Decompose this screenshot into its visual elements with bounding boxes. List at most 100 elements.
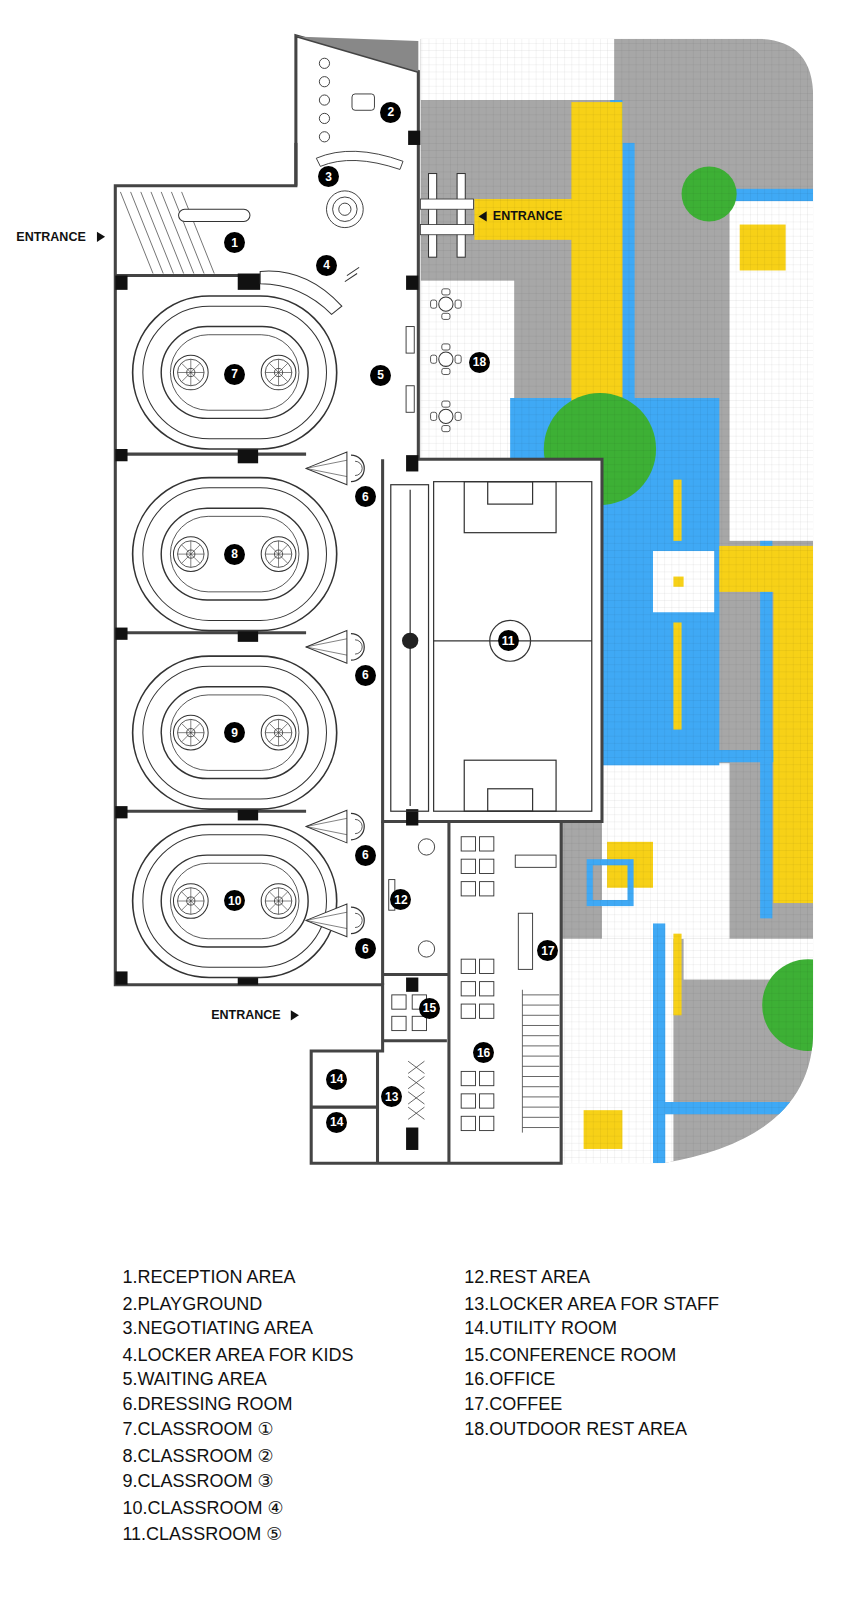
legend-entry: 9.CLASSROOM ③: [122, 1471, 273, 1492]
outdoor-furniture: [431, 401, 462, 432]
legend-entry: 14.UTILITY ROOM: [464, 1318, 617, 1339]
legend-entry: 11.CLASSROOM ⑤: [122, 1524, 282, 1545]
building: [522, 995, 559, 1128]
building: [464, 482, 556, 533]
building: [319, 58, 329, 68]
legend-entry: 15.CONFERENCE ROOM: [464, 1345, 676, 1366]
building: [406, 978, 418, 992]
building: [392, 1016, 406, 1030]
building: [480, 882, 494, 896]
callout-text: 4: [323, 259, 330, 271]
legend-entry: 3.NEGOTIATING AREA: [122, 1318, 313, 1339]
building: [352, 94, 374, 110]
outdoor-furniture: [420, 199, 473, 209]
building: [406, 386, 414, 413]
building: [115, 449, 127, 461]
callout-text: 6: [362, 943, 369, 955]
building: [461, 1094, 475, 1108]
legend-entry: 13.LOCKER AREA FOR STAFF: [464, 1294, 719, 1315]
outdoor-furniture: [457, 174, 465, 258]
building: [115, 131, 420, 1150]
building: [518, 913, 532, 969]
building: [522, 990, 523, 1133]
building: [115, 628, 127, 640]
building: [461, 882, 475, 896]
building: [515, 855, 556, 867]
legend-entry: 7.CLASSROOM ①: [122, 1419, 273, 1440]
building: [133, 478, 337, 631]
building: [418, 941, 434, 957]
building: [480, 982, 494, 996]
entrance-arrow: [479, 211, 487, 221]
callout-number: 6: [355, 845, 376, 866]
building: [115, 36, 602, 1163]
building: [339, 203, 351, 215]
legend-entry: 8.CLASSROOM ②: [122, 1446, 273, 1467]
callout-number: 15: [419, 998, 440, 1019]
callout-number: 18: [469, 352, 490, 373]
building: [296, 36, 418, 72]
building: [319, 77, 329, 87]
entrance-label: ENTRANCE: [493, 209, 562, 223]
building: [238, 274, 260, 290]
outdoor-furniture: [420, 225, 473, 235]
entrance-arrow: [291, 1010, 299, 1020]
legend-entry: 16.OFFICE: [464, 1369, 555, 1390]
building: [408, 990, 559, 1133]
entrance-label: ENTRANCE: [16, 230, 85, 244]
building: [480, 1116, 494, 1130]
building: [480, 837, 494, 851]
building: [319, 113, 329, 123]
callout-number: 7: [224, 364, 245, 385]
callout-text: 5: [377, 369, 384, 381]
building: [319, 132, 329, 142]
callout-text: 6: [362, 849, 369, 861]
building: [406, 276, 418, 290]
building: [464, 760, 556, 811]
building: [402, 633, 418, 649]
building: [408, 1061, 424, 1119]
legend-entry: 6.DRESSING ROOM: [122, 1394, 292, 1415]
building: [333, 197, 357, 221]
callout-number: 5: [370, 365, 391, 386]
building: [391, 485, 429, 811]
building: [461, 859, 475, 873]
building: [391, 482, 592, 812]
callout-text: 13: [385, 1091, 398, 1103]
entrance-label: ENTRANCE: [211, 1008, 280, 1022]
legend-entry: 10.CLASSROOM ④: [122, 1498, 283, 1519]
legend-entry: 18.OUTDOOR REST AREA: [464, 1419, 687, 1440]
entrance-arrow: [97, 232, 105, 242]
legend-entry: 12.REST AREA: [464, 1267, 590, 1288]
building: [383, 821, 449, 1163]
building: [115, 36, 602, 1163]
outdoor-furniture: [431, 289, 462, 320]
callout-text: 11: [502, 635, 515, 647]
callout-text: 8: [231, 548, 238, 560]
building: [306, 810, 364, 843]
building: [480, 959, 494, 973]
outdoor-furniture: [420, 174, 473, 432]
callout-text: 14: [330, 1116, 343, 1128]
callout-text: 1: [231, 237, 238, 249]
callout-number: 6: [355, 665, 376, 686]
outdoor-furniture: [431, 344, 462, 375]
callout-number: 14: [326, 1112, 347, 1133]
callout-number: 11: [498, 630, 519, 651]
building: [311, 1041, 447, 1163]
building: [406, 327, 414, 354]
legend-entry: 2.PLAYGROUND: [122, 1294, 262, 1315]
building: [115, 276, 127, 290]
building: [179, 209, 250, 221]
building: [408, 131, 420, 145]
callout-number: 4: [316, 255, 337, 276]
legend-entry: 17.COFFEE: [464, 1394, 562, 1415]
building: [480, 1094, 494, 1108]
callout-text: 6: [362, 491, 369, 503]
building: [120, 192, 214, 274]
outdoor-furniture: [429, 174, 437, 258]
building: [406, 1128, 418, 1150]
callout-number: 8: [224, 544, 245, 565]
building: [115, 143, 602, 1163]
building: [480, 1004, 494, 1018]
